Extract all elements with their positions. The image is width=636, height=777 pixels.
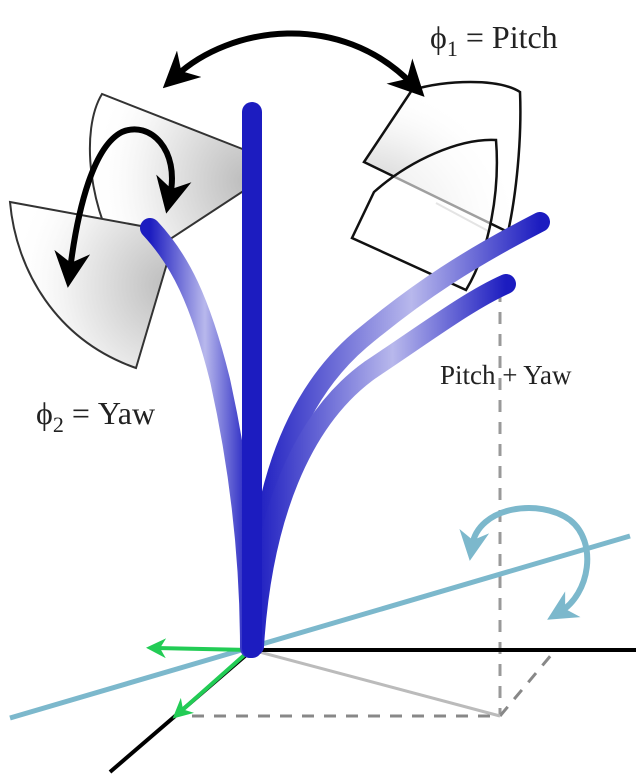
yaw-label: ϕ2 = Yaw — [36, 395, 155, 437]
rotation-arrow-icon — [459, 505, 591, 620]
pitch-text: = Pitch — [458, 19, 558, 55]
pitch-arrow-icon — [162, 30, 425, 97]
rotation-axis-cyan — [9, 533, 631, 721]
yaw-arrow-icon — [54, 126, 192, 288]
axes — [9, 533, 636, 774]
pitch-subscript: 1 — [447, 36, 458, 61]
pitch-label: ϕ1 = Pitch — [430, 19, 558, 61]
rod-pitch-bent — [244, 274, 516, 656]
pitch-sectors — [350, 80, 522, 292]
green-vector-down — [172, 648, 252, 719]
dashed-guide-diagonal — [498, 653, 554, 717]
projection-line — [251, 648, 501, 718]
green-vectors — [146, 638, 252, 719]
pitch-symbol: ϕ — [430, 19, 447, 55]
yaw-symbol: ϕ — [36, 395, 53, 431]
green-vector-left — [146, 638, 251, 659]
yaw-text: = Yaw — [64, 395, 155, 431]
combined-label: Pitch + Yaw — [440, 360, 572, 390]
rod-yaw-bent — [140, 218, 260, 658]
yaw-subscript: 2 — [53, 412, 64, 437]
